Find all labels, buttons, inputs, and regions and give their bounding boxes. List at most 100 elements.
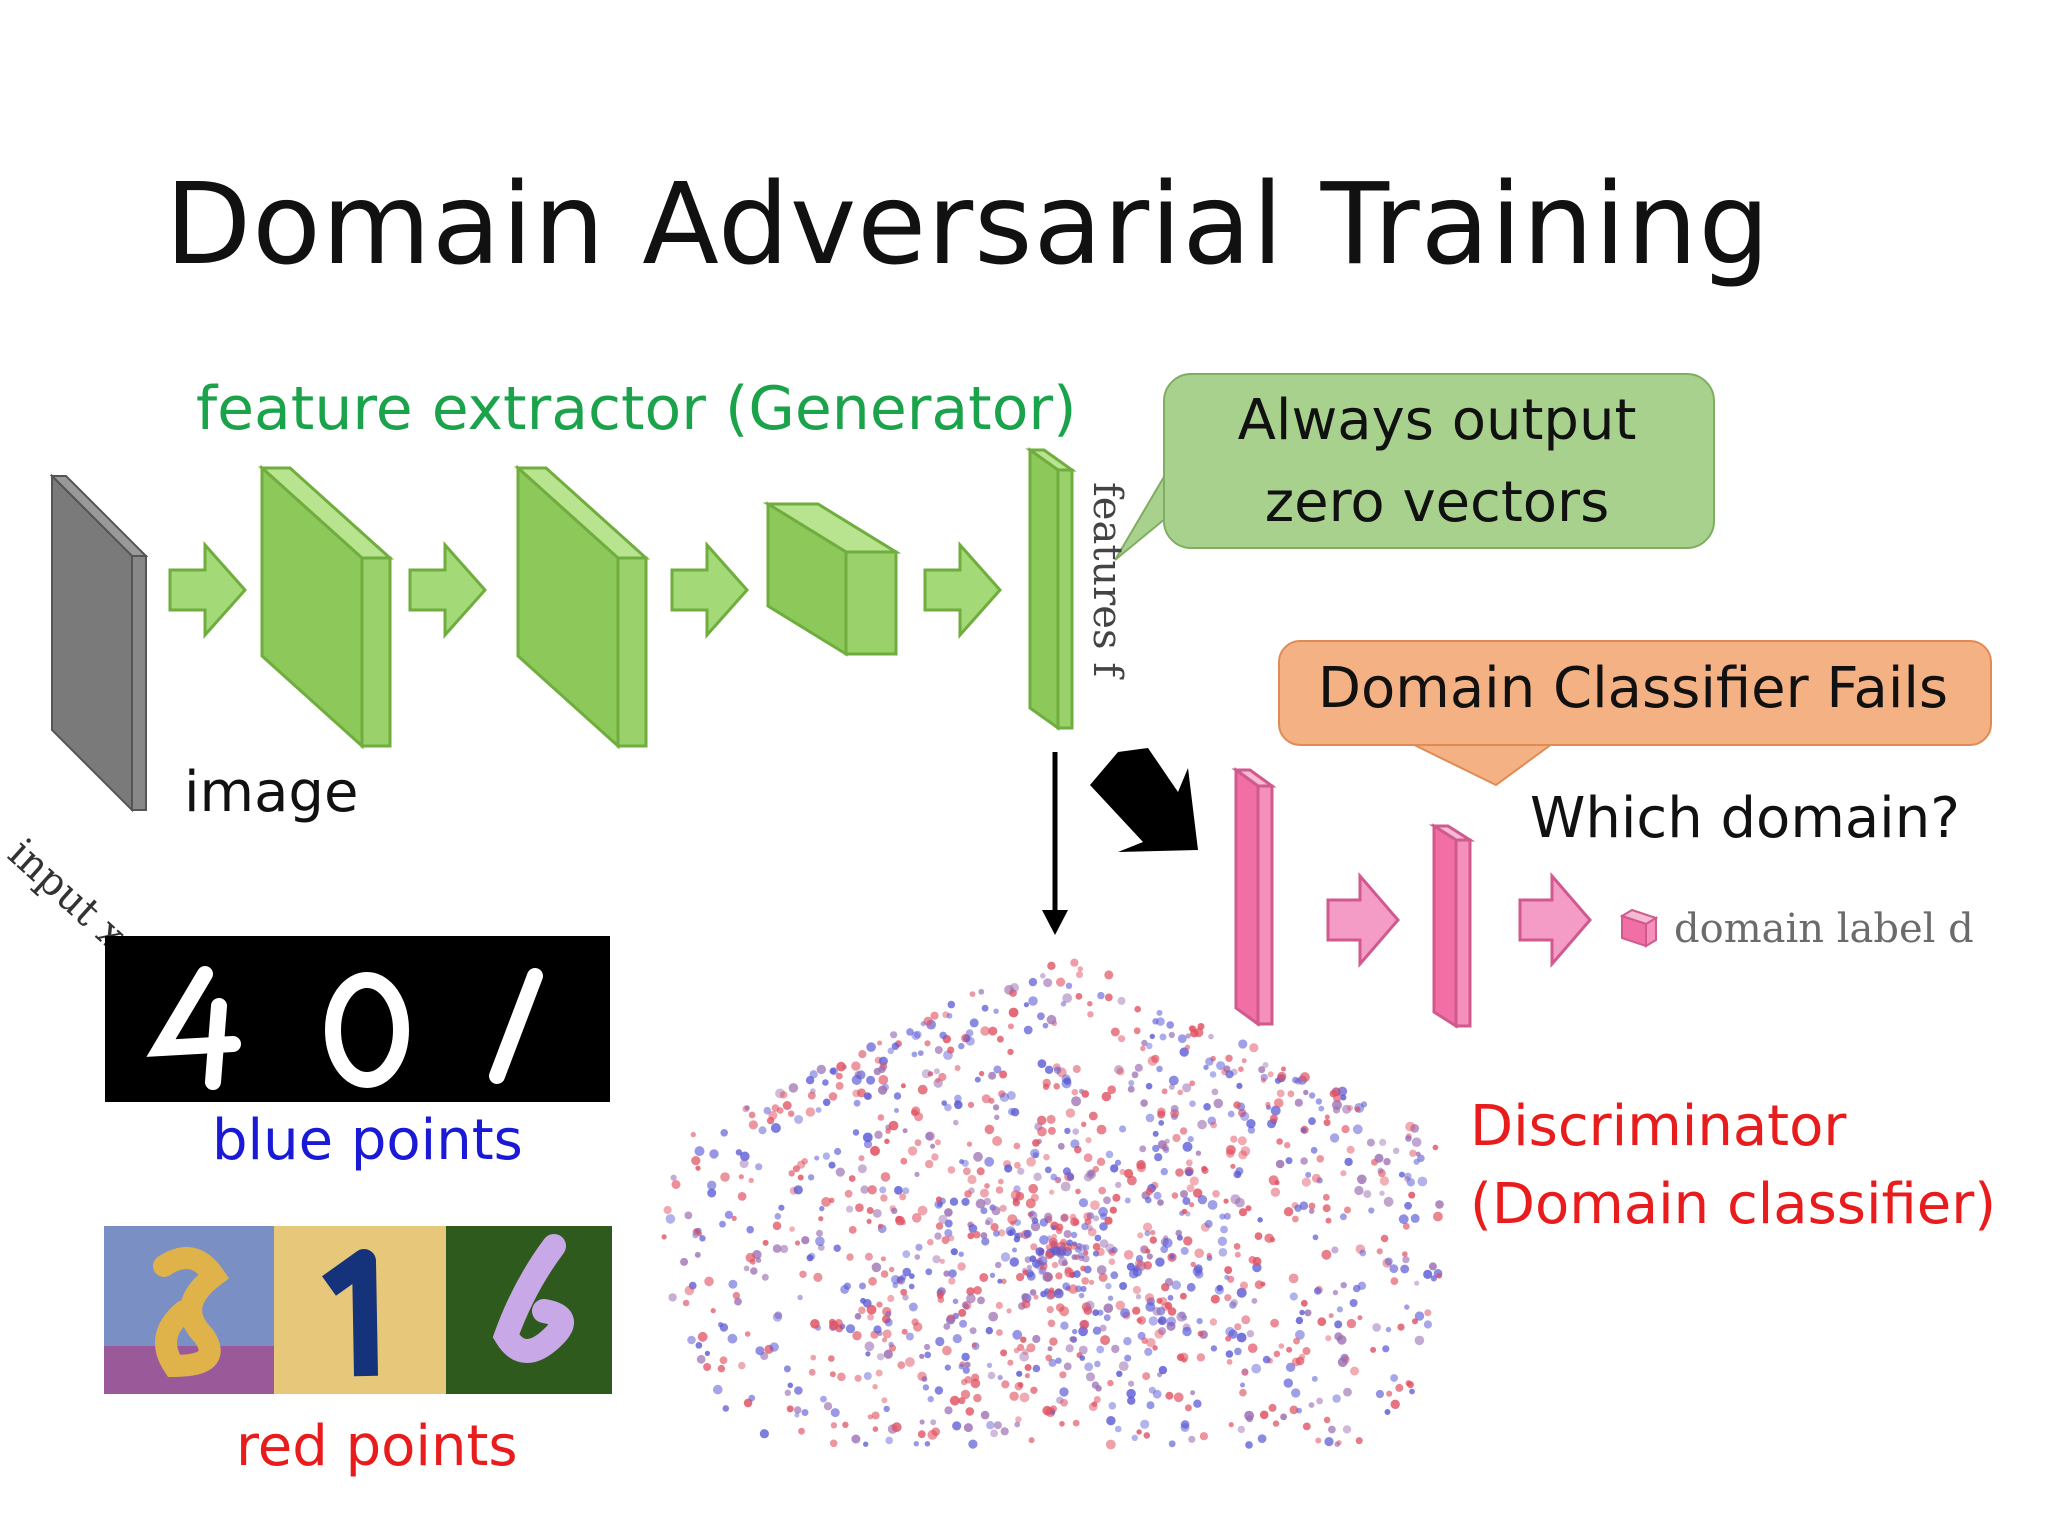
scatter-point: [952, 1421, 962, 1431]
scatter-point: [1245, 1205, 1252, 1212]
scatter-point: [1000, 1427, 1009, 1436]
scatter-point: [1413, 1158, 1420, 1165]
scatter-point: [1078, 1198, 1089, 1208]
scatter-point: [1045, 1354, 1053, 1362]
scatter-point: [1236, 1287, 1247, 1298]
scatter-point: [1238, 1066, 1244, 1072]
scatter-point: [798, 1427, 805, 1435]
scatter-point: [924, 1343, 931, 1351]
scatter-point: [835, 1167, 845, 1177]
scatter-point: [1072, 1128, 1079, 1135]
scatter-point: [1050, 1405, 1057, 1413]
scatter-point: [1176, 1311, 1187, 1322]
scatter-point: [1203, 1064, 1209, 1071]
scatter-point: [1390, 1399, 1400, 1409]
arrow-icon: [1326, 871, 1400, 969]
scatter-point: [1087, 1001, 1093, 1007]
scatter-point: [1428, 1262, 1437, 1271]
scatter-point: [980, 1207, 988, 1215]
scatter-point: [944, 1103, 952, 1112]
scatter-point: [867, 1414, 873, 1420]
scatter-point: [1066, 1173, 1075, 1181]
scatter-point: [877, 1040, 883, 1046]
scatter-point: [1080, 1319, 1090, 1329]
scatter-point: [1010, 1221, 1016, 1226]
scatter-point: [1119, 1282, 1128, 1290]
scatter-point: [1064, 1127, 1071, 1135]
scatter-point: [1024, 1364, 1032, 1371]
scatter-point: [1116, 1067, 1125, 1076]
scatter-point: [823, 1402, 833, 1411]
scatter-point: [1238, 1208, 1248, 1217]
scatter-point: [1293, 1337, 1300, 1345]
scatter-point: [1126, 1262, 1135, 1271]
scatter-point: [1291, 1388, 1301, 1398]
scatter-point: [778, 1204, 785, 1211]
scatter-point: [1224, 1294, 1232, 1302]
scatter-point: [885, 1128, 891, 1134]
scatter-point: [1409, 1149, 1417, 1157]
scatter-point: [1284, 1142, 1291, 1149]
scatter-point: [1299, 1353, 1306, 1360]
scatter-point: [872, 1209, 882, 1218]
scatter-point: [878, 1065, 886, 1073]
scatter-point: [988, 1026, 998, 1036]
scatter-point: [986, 1362, 993, 1368]
scatter-point: [887, 1294, 895, 1303]
scatter-point: [1086, 1224, 1093, 1231]
scatter-point: [1315, 1098, 1323, 1105]
scatter-point: [1000, 1349, 1008, 1357]
scatter-point: [976, 1167, 985, 1176]
scatter-point: [980, 1410, 990, 1420]
scatter-point: [984, 1183, 990, 1189]
scatter-point: [1084, 1362, 1094, 1372]
scatter-point: [964, 1190, 972, 1198]
scatter-point: [1060, 1181, 1071, 1192]
scatter-point: [1100, 1335, 1111, 1346]
scatter-point: [668, 1293, 677, 1302]
scatter-point: [939, 1031, 947, 1039]
scatter-point: [1042, 1405, 1052, 1416]
scatter-point: [1001, 1278, 1007, 1285]
scatter-point: [1323, 1119, 1331, 1127]
scatter-point: [1241, 1368, 1249, 1376]
scatter-point: [852, 1089, 861, 1098]
scatter-point: [1096, 1265, 1107, 1275]
scatter-point: [1103, 1303, 1114, 1313]
scatter-point: [1342, 1425, 1352, 1434]
scatter-point: [743, 1265, 750, 1272]
scatter-point: [1278, 1343, 1285, 1349]
scatter-point: [1308, 1092, 1316, 1099]
scatter-point: [1308, 1402, 1315, 1408]
scatter-point: [883, 1349, 893, 1359]
scatter-point: [1145, 1082, 1153, 1090]
discriminator-layer-2: [1428, 823, 1476, 1029]
scatter-point: [694, 1251, 701, 1258]
scatter-point: [1339, 1213, 1347, 1221]
scatter-point: [1057, 1142, 1065, 1150]
scatter-point: [684, 1285, 695, 1296]
scatter-point: [902, 1267, 912, 1277]
scatter-point: [943, 1270, 950, 1277]
scatter-point: [901, 1328, 908, 1335]
scatter-point: [1316, 1155, 1324, 1163]
scatter-point: [1030, 1243, 1038, 1251]
scatter-point: [1000, 1252, 1011, 1262]
scatter-point: [690, 1131, 696, 1138]
scatter-point: [731, 1215, 737, 1221]
scatter-point: [819, 1205, 825, 1212]
scatter-point: [1110, 1271, 1119, 1280]
scatter-point: [860, 1297, 866, 1304]
scatter-point: [863, 1441, 869, 1447]
scatter-point: [1107, 1379, 1114, 1387]
scatter-point: [899, 1193, 907, 1201]
scatter-point: [1270, 1105, 1281, 1116]
scatter-point: [1136, 1429, 1142, 1435]
scatter-point: [902, 1187, 910, 1195]
scatter-point: [1030, 1386, 1038, 1394]
scatter-point: [1275, 1159, 1285, 1169]
scatter-point: [1300, 1157, 1308, 1165]
which-domain-label: Which domain?: [1530, 786, 1960, 851]
scatter-point: [1156, 1009, 1163, 1016]
scatter-point: [1248, 1256, 1257, 1264]
